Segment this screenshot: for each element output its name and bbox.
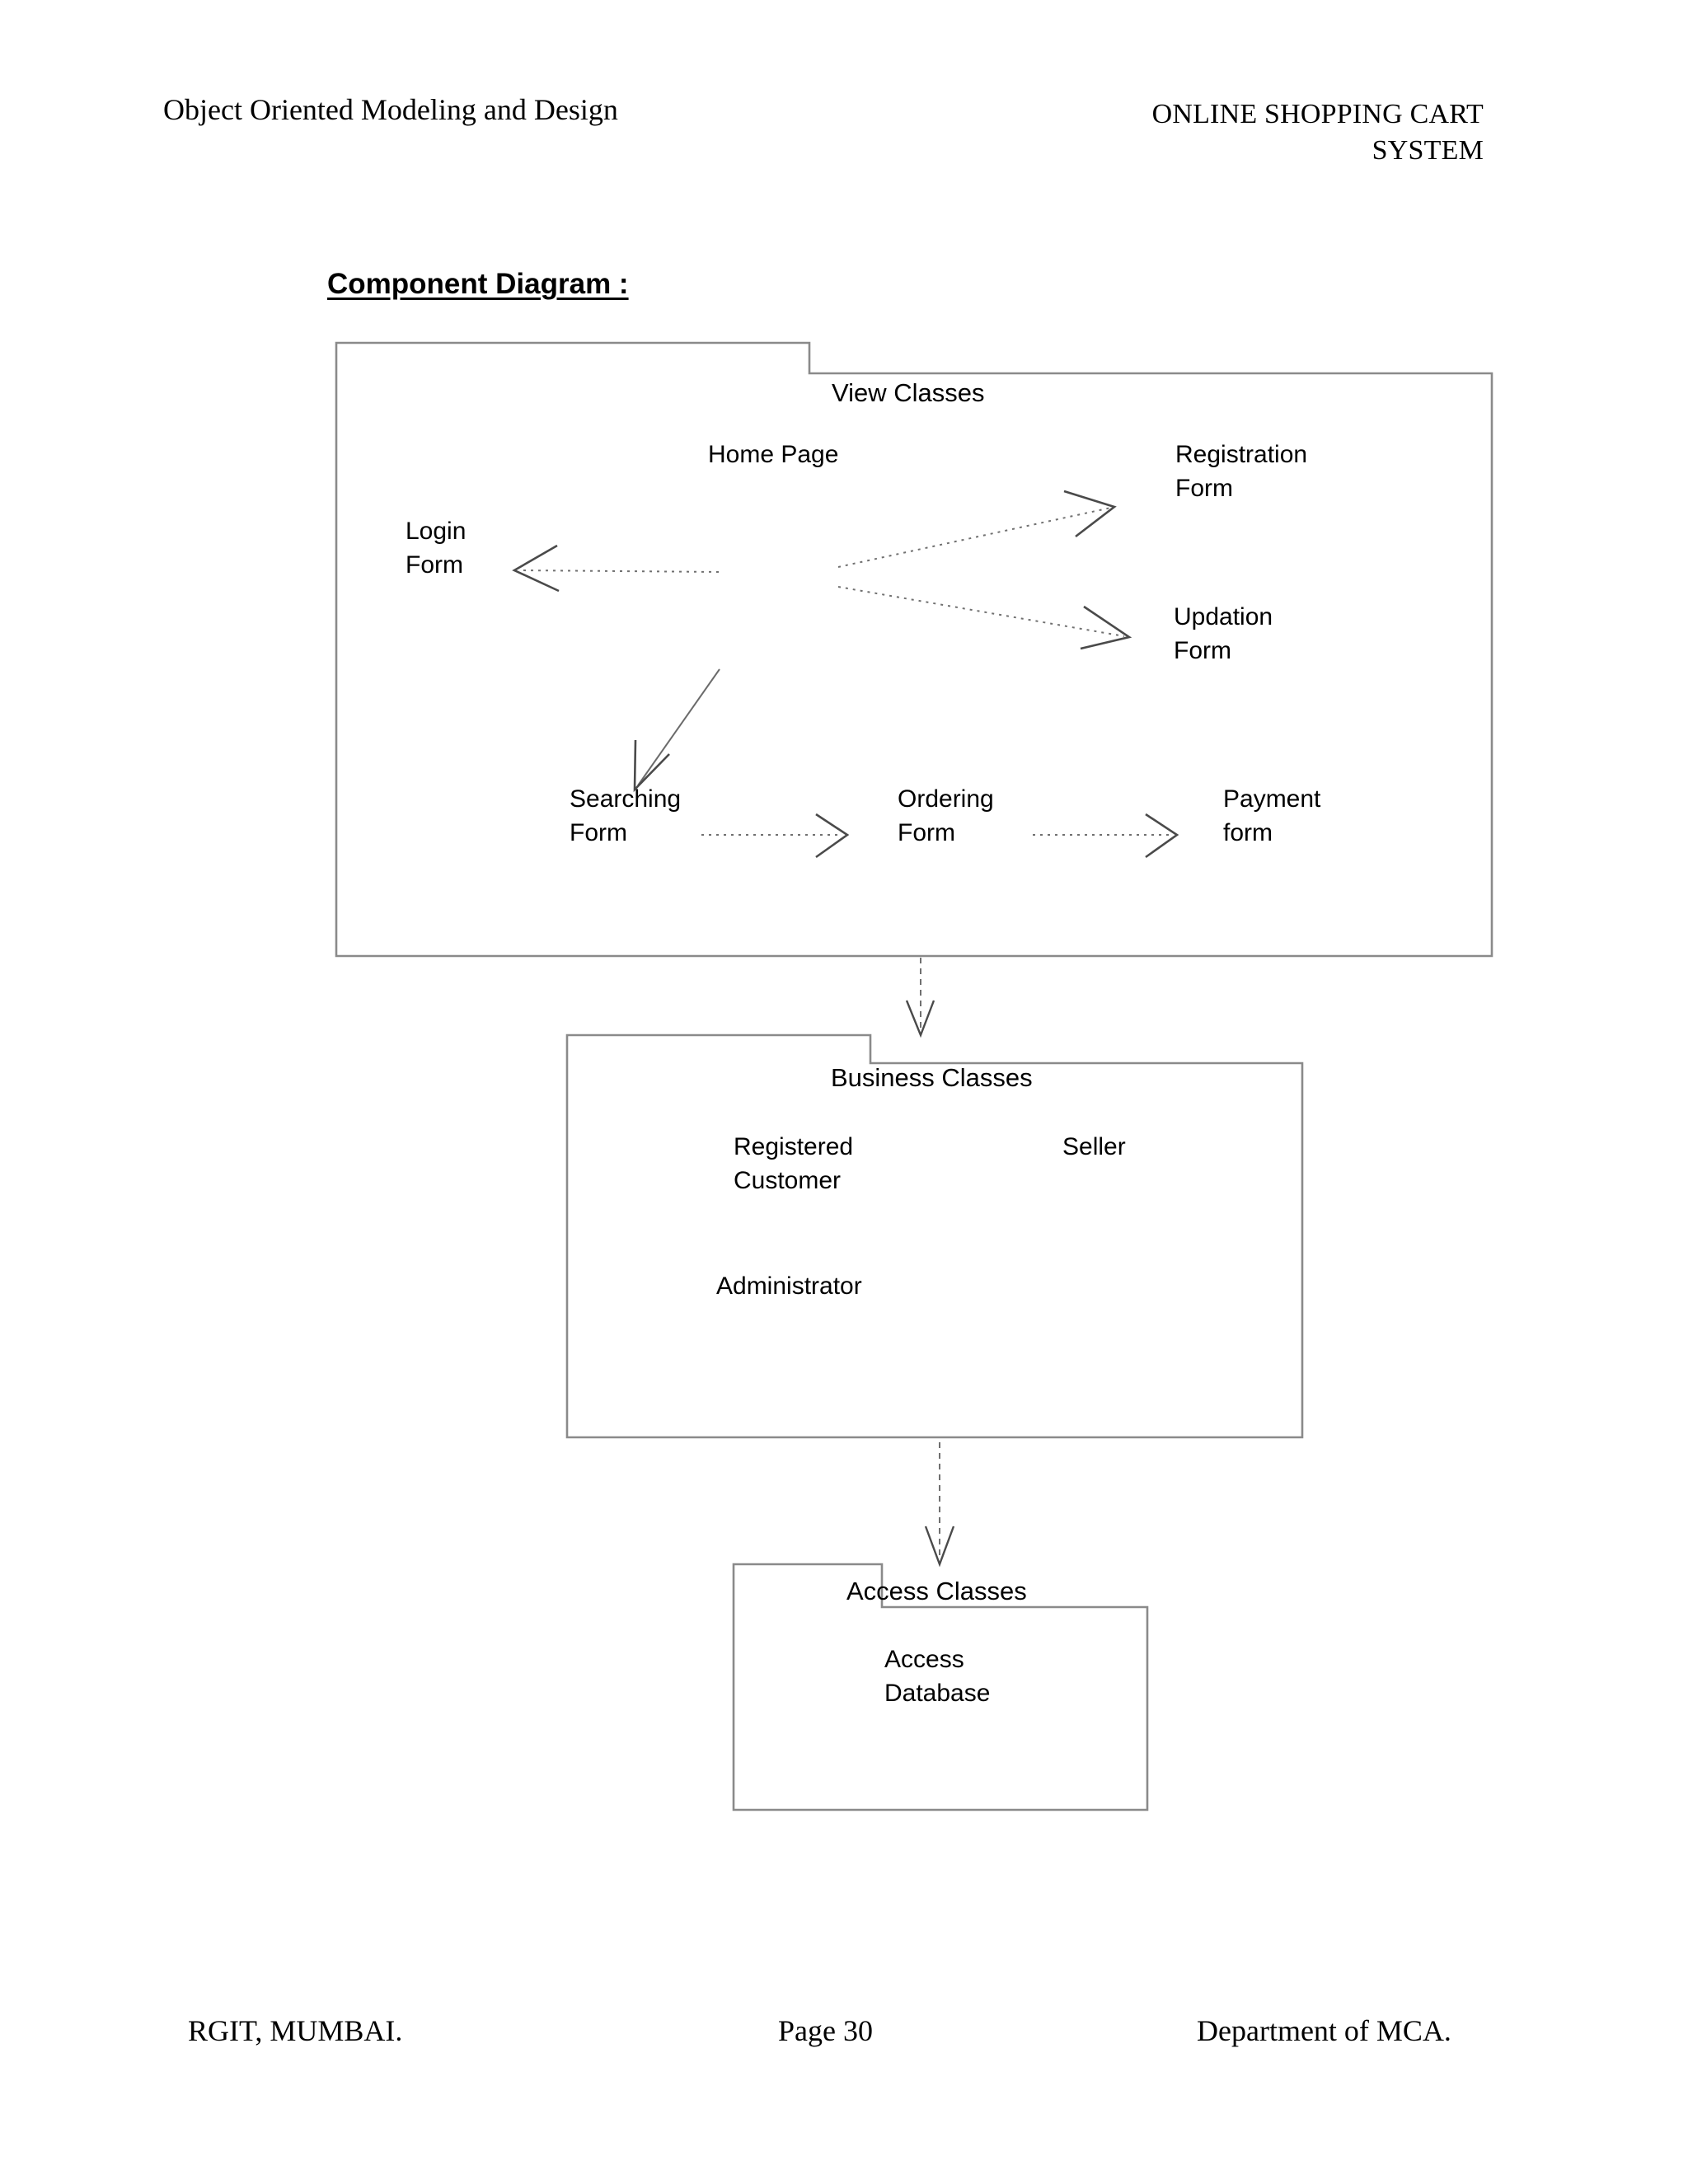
footer-page-number: Page 30 — [778, 2014, 873, 2047]
component-ordering-form: Ordering Form — [898, 785, 994, 847]
package-access-classes — [732, 1561, 1152, 1816]
package-business-classes-outline — [565, 1033, 1304, 1439]
component-login-form: Login Form — [406, 518, 467, 579]
footer-institution: RGIT, MUMBAI. — [188, 2014, 403, 2047]
header-right-line1: ONLINE SHOPPING CART — [1151, 99, 1484, 129]
component-registration-form: Registration Form — [1175, 441, 1308, 503]
package-business-classes-title: Business Classes — [831, 1063, 1033, 1092]
component-administrator: Administrator — [716, 1272, 862, 1300]
package-view-classes-title: View Classes — [832, 378, 985, 407]
package-view-classes-outline — [335, 341, 1493, 958]
component-registered-customer: Registered Customer — [734, 1133, 854, 1195]
component-seller: Seller — [1062, 1133, 1126, 1160]
header-right-line2: SYSTEM — [1372, 134, 1484, 166]
package-view-classes — [335, 336, 1497, 963]
page-title: Component Diagram : — [327, 268, 629, 300]
component-updation-form: Updation Form — [1174, 603, 1273, 665]
package-access-classes-outline — [732, 1563, 1149, 1811]
component-searching-form: Searching Form — [570, 785, 682, 847]
component-home-page: Home Page — [708, 441, 839, 468]
component-payment-form: Payment form — [1223, 785, 1321, 847]
component-access-database: Access Database — [884, 1646, 991, 1708]
connector-business-classes-to-access-classes — [924, 1442, 955, 1568]
footer-department: Department of MCA. — [1197, 2014, 1451, 2047]
header-left-title: Object Oriented Modeling and Design — [163, 93, 618, 126]
connector-view-classes-to-business-classes — [905, 958, 935, 1038]
package-access-classes-title: Access Classes — [846, 1577, 1027, 1605]
header-right-title: ONLINE SHOPPING CART SYSTEM — [824, 96, 1484, 168]
package-business-classes — [565, 1032, 1307, 1444]
